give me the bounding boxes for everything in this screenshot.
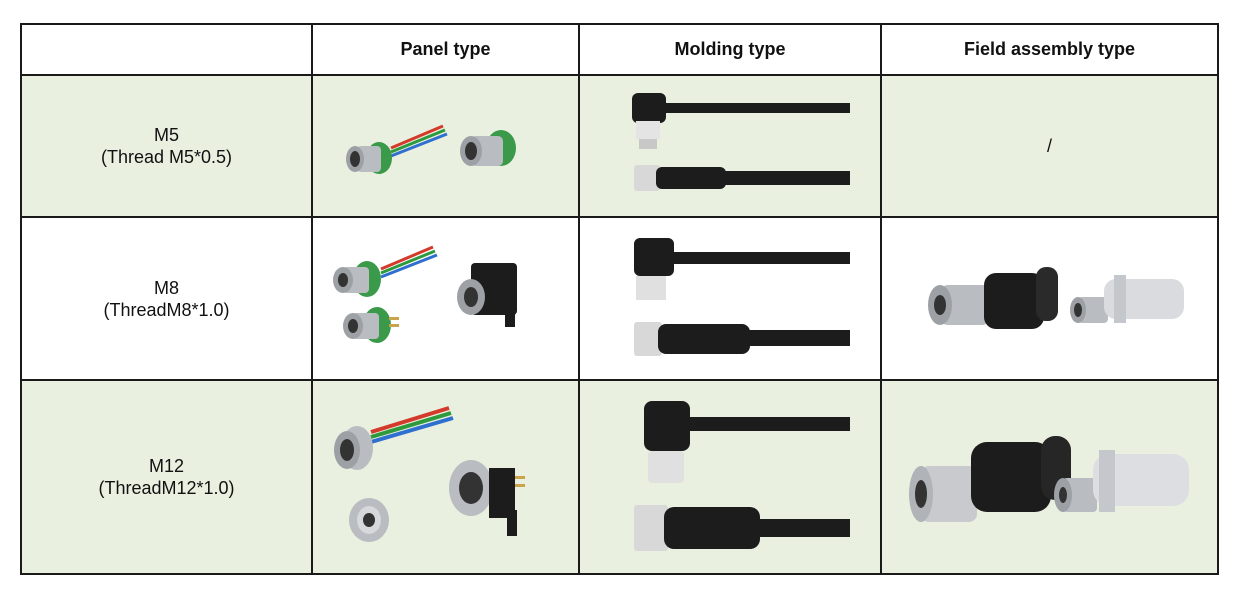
field-cell-m8: [880, 216, 1219, 381]
size-label: M5: [153, 125, 179, 145]
field-connector-icon: [908, 436, 1189, 522]
header-row: Panel type Molding type Field assembly t…: [20, 23, 1219, 76]
thread-label: (Thread M5*0.5): [100, 147, 233, 167]
panel-connector-icon: [345, 124, 516, 174]
panel-connector-icon: [332, 245, 517, 343]
panel-cell-m5: [311, 74, 580, 218]
panel-cell-m12: [311, 379, 580, 575]
molding-cell-m8: [578, 216, 882, 381]
size-cell-m12: M12 (ThreadM12*1.0): [20, 379, 313, 575]
header-field-assembly-type: Field assembly type: [880, 23, 1219, 76]
field-cell-m12: [880, 379, 1219, 575]
molded-cable-icon: [634, 401, 850, 551]
header-molding-type: Molding type: [578, 23, 882, 76]
header-empty: [20, 23, 313, 76]
size-label: M8: [153, 277, 179, 298]
size-cell-m5: M5 (Thread M5*0.5): [20, 74, 313, 218]
molded-cable-icon: [634, 237, 850, 356]
table-row-m8: M8 (ThreadM8*1.0): [20, 216, 1219, 381]
table-row-m12: M12 (ThreadM12*1.0): [20, 379, 1219, 575]
field-connector-icon: [927, 266, 1184, 329]
molding-cell-m5: [578, 74, 882, 218]
size-cell-m8: M8 (ThreadM8*1.0): [20, 216, 313, 381]
connector-type-table: Panel type Molding type Field assembly t…: [20, 23, 1219, 575]
thread-label: (ThreadM8*1.0): [103, 299, 230, 320]
thread-label: (ThreadM12*1.0): [98, 478, 235, 498]
table-row-m5: M5 (Thread M5*0.5): [20, 74, 1219, 218]
field-cell-m5: /: [880, 74, 1219, 218]
size-label: M12: [148, 456, 184, 476]
panel-connector-icon: [333, 406, 525, 542]
molded-cable-icon: [632, 93, 850, 191]
panel-cell-m8: [311, 216, 580, 381]
molding-cell-m12: [578, 379, 882, 575]
not-available-mark: /: [1046, 135, 1052, 156]
header-panel-type: Panel type: [311, 23, 580, 76]
